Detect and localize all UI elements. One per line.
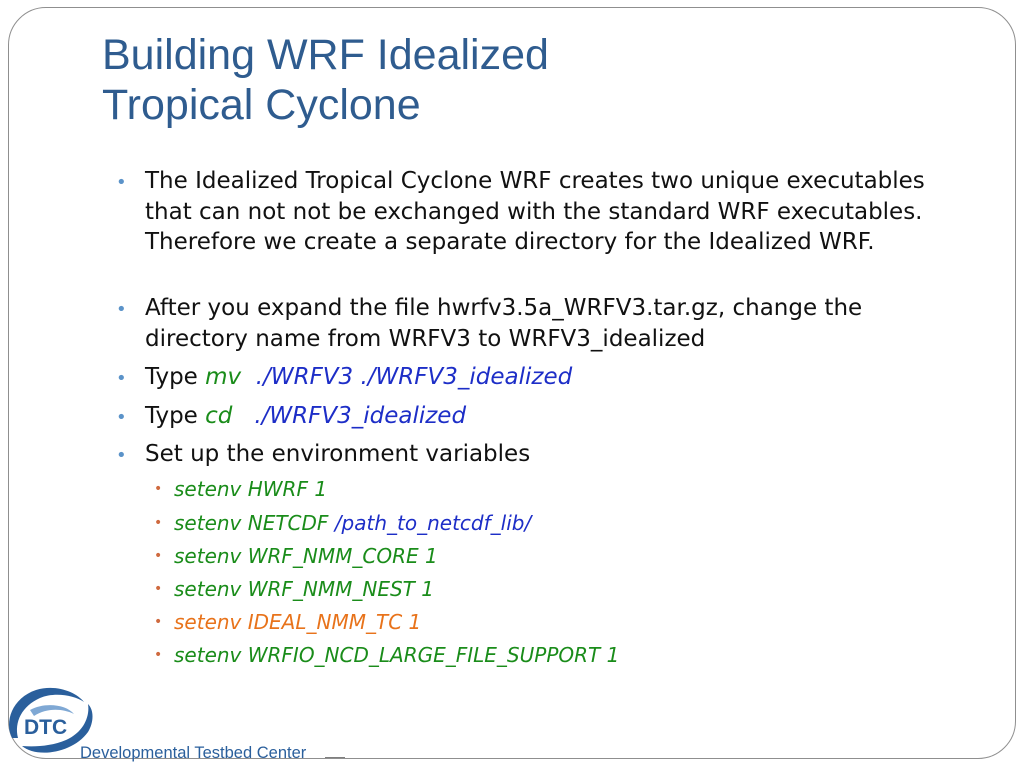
bullet-text: Type mv ./WRFV3 ./WRFV3_idealized: [145, 362, 941, 393]
slide-title-line-2: Tropical Cyclone: [102, 81, 421, 129]
slide-title-line-1: Building WRF Idealized: [102, 31, 549, 79]
bullet-item: • Type cd ./WRFV3_idealized: [116, 401, 941, 432]
dtc-swirl-icon: DTC: [9, 687, 93, 753]
env-var-item: • setenv IDEAL_NMM_TC 1: [154, 609, 954, 635]
sub-bullet-dot-icon: •: [154, 647, 163, 663]
bullet-text: Set up the environment variables: [145, 441, 531, 467]
sub-bullet-dot-icon: •: [154, 548, 163, 564]
env-var-item: • setenv HWRF 1: [154, 476, 954, 502]
cd-args: ./WRFV3_idealized: [254, 403, 467, 429]
sub-bullet-dot-icon: •: [154, 581, 163, 597]
slide-frame: [8, 7, 1016, 759]
logo-divider: [325, 757, 345, 758]
env-var-text: setenv IDEAL_NMM_TC 1: [174, 610, 422, 634]
env-var-value: /path_to_netcdf_lib/: [334, 511, 532, 535]
env-var-item: • setenv NETCDF /path_to_netcdf_lib/: [154, 510, 954, 536]
bullet-text: The Idealized Tropical Cyclone WRF creat…: [145, 168, 925, 255]
bullet-item: • After you expand the file hwrfv3.5a_WR…: [116, 293, 941, 354]
bullet-prefix: Type: [145, 403, 206, 429]
bullet-dot-icon: •: [116, 368, 127, 389]
sub-bullet-dot-icon: •: [154, 614, 163, 630]
logo-acronym: DTC: [24, 716, 67, 739]
dtc-logo: DTC Developmental Testbed Center: [0, 680, 345, 768]
env-var-text: setenv HWRF 1: [174, 477, 328, 501]
bullet-dot-icon: •: [116, 172, 127, 193]
logo-name: Developmental Testbed Center: [80, 744, 307, 762]
bullet-dot-icon: •: [116, 407, 127, 428]
mv-command: mv: [205, 364, 242, 390]
bullet-text: After you expand the file hwrfv3.5a_WRFV…: [145, 295, 863, 352]
mv-args: ./WRFV3 ./WRFV3_idealized: [255, 364, 573, 390]
cd-command: cd: [205, 403, 233, 429]
env-var-text: setenv WRFIO_NCD_LARGE_FILE_SUPPORT 1: [174, 643, 620, 667]
bullet-dot-icon: •: [116, 445, 127, 466]
env-var-text: setenv NETCDF /path_to_netcdf_lib/: [174, 510, 954, 536]
sub-bullet-dot-icon: •: [154, 515, 163, 531]
bullet-item: • The Idealized Tropical Cyclone WRF cre…: [116, 166, 941, 258]
bullet-dot-icon: •: [116, 299, 127, 320]
env-var-command: setenv NETCDF: [174, 511, 329, 535]
bullet-item: • Set up the environment variables: [116, 439, 941, 470]
sub-bullet-dot-icon: •: [154, 481, 163, 497]
bullet-text: Type cd ./WRFV3_idealized: [145, 401, 941, 432]
env-var-item: • setenv WRF_NMM_NEST 1: [154, 576, 954, 602]
bullet-item: • Type mv ./WRFV3 ./WRFV3_idealized: [116, 362, 941, 393]
slide-title: Building WRF Idealized Tropical Cyclone: [102, 30, 962, 130]
env-var-text: setenv WRF_NMM_CORE 1: [174, 544, 438, 568]
env-var-item: • setenv WRF_NMM_CORE 1: [154, 543, 954, 569]
bullet-prefix: Type: [145, 364, 206, 390]
env-var-text: setenv WRF_NMM_NEST 1: [174, 577, 434, 601]
env-var-item: • setenv WRFIO_NCD_LARGE_FILE_SUPPORT 1: [154, 642, 954, 668]
